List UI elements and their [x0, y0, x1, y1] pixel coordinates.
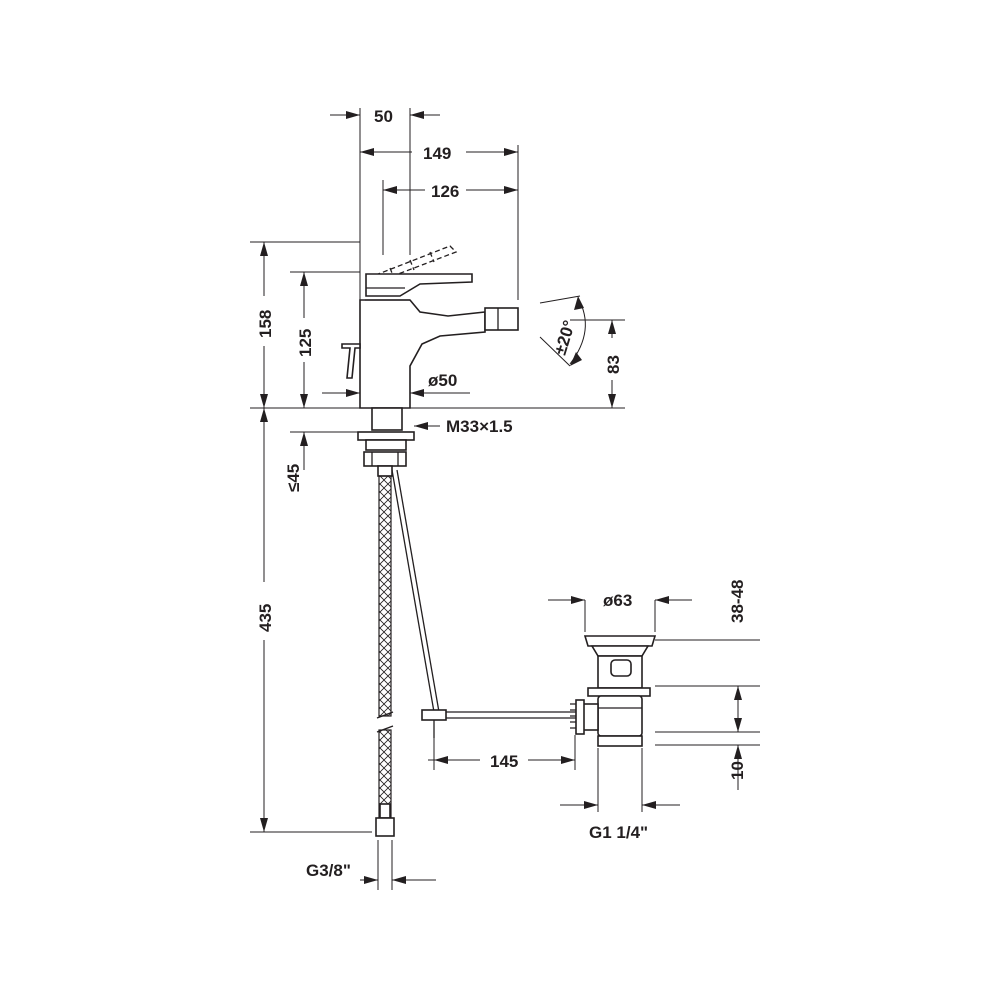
dim-149: 149 — [423, 144, 451, 163]
dim-145: 145 — [490, 752, 518, 771]
pop-up-waste-drawing — [570, 600, 760, 812]
dim-angle-20: ±20° — [551, 318, 579, 357]
dim-g1-quarter-thread: G1 1/4" — [589, 823, 648, 842]
dim-diameter-63: ø63 — [603, 591, 632, 610]
dim-38-48: 38-48 — [728, 580, 747, 623]
dim-m33-thread: M33×1.5 — [446, 417, 513, 436]
dim-435: 435 — [256, 604, 275, 632]
dim-max-45: ≤45 — [284, 464, 303, 492]
dim-125: 125 — [296, 329, 315, 357]
dim-126: 126 — [431, 182, 459, 201]
dim-50: 50 — [374, 107, 393, 126]
dimension-arrows — [250, 111, 742, 890]
dim-10: 10 — [728, 761, 747, 780]
dim-g3-8-thread: G3/8" — [306, 861, 351, 880]
dim-83: 83 — [604, 355, 623, 374]
dim-158: 158 — [256, 310, 275, 338]
faucet-drawing — [250, 108, 625, 837]
dimension-labels: 50 149 126 158 125 ø50 M33×1.5 ≤45 435 ±… — [256, 107, 747, 880]
dim-diameter-50: ø50 — [428, 371, 457, 390]
